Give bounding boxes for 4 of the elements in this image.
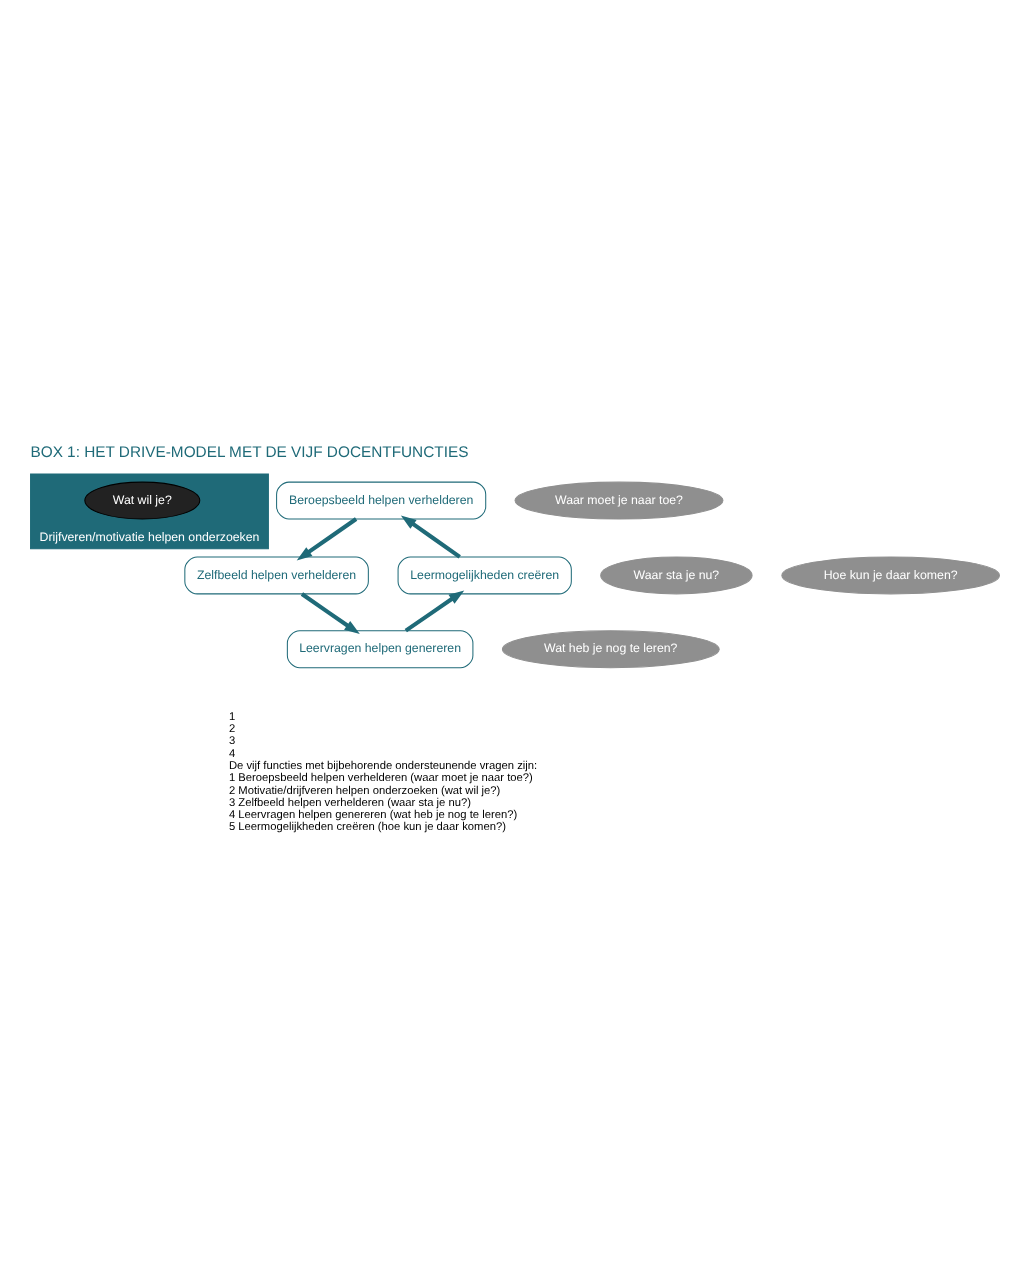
arrow	[400, 514, 461, 558]
arrow	[296, 516, 358, 560]
arrow	[404, 589, 465, 632]
arrow	[300, 591, 360, 634]
